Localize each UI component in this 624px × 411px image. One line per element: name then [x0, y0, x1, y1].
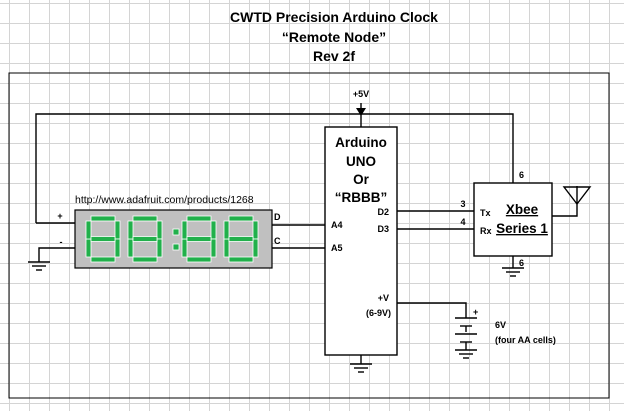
display-d-label: D — [274, 212, 281, 222]
battery-voltage: 6V — [495, 320, 506, 330]
segment-a — [228, 215, 254, 222]
title-line-3: Rev 2f — [313, 48, 355, 64]
xbee-pin-tx: Tx — [480, 208, 491, 218]
xbee-gnd-pin-number: 6 — [519, 258, 524, 268]
display-ground-symbol — [28, 261, 50, 271]
segment-g — [186, 236, 212, 242]
xbee-tx-pin-number: 3 — [460, 199, 465, 209]
segment-d — [228, 256, 254, 263]
xbee-rx-pin-number: 4 — [460, 217, 465, 227]
display-minus-label: - — [60, 237, 63, 247]
battery-wiring — [397, 302, 477, 350]
segment-d — [90, 256, 116, 263]
display-c-label: C — [274, 236, 281, 246]
arduino-pin-a5: A5 — [331, 243, 343, 253]
segment-a — [90, 215, 116, 222]
arduino-ground-symbol — [350, 355, 372, 373]
segment-b — [252, 220, 259, 240]
title-line-1: CWTD Precision Arduino Clock — [230, 9, 438, 25]
battery-plus-label: + — [473, 307, 478, 317]
segment-d — [186, 256, 212, 263]
battery-ground-symbol — [455, 349, 477, 359]
segment-e — [223, 238, 230, 258]
segment-e — [127, 238, 134, 258]
display-product-url: http://www.adafruit.com/products/1268 — [75, 194, 254, 206]
arduino-pin-a4: A4 — [331, 220, 343, 230]
display-plus-label: + — [57, 211, 62, 221]
segment-f — [181, 220, 188, 240]
segment-d — [132, 256, 158, 263]
segment-b — [114, 220, 121, 240]
serial-wiring — [397, 210, 474, 230]
xbee-ground-symbol — [502, 256, 524, 277]
segment-e — [85, 238, 92, 258]
xbee-name-line-2: Series 1 — [496, 221, 548, 236]
arduino-pin-d2: D2 — [377, 207, 389, 217]
title-line-2: “Remote Node” — [282, 29, 386, 45]
segment-b — [156, 220, 163, 240]
antenna-icon — [552, 186, 592, 217]
diagram-frame — [8, 72, 610, 399]
power-rail-5v: +5V — [35, 89, 514, 223]
display-digits — [85, 215, 259, 263]
segment-a — [132, 215, 158, 222]
xbee-name-line-1: Xbee — [506, 202, 539, 217]
segment-f — [127, 220, 134, 240]
segment-g — [90, 236, 116, 242]
arduino-pin-vin-range: (6-9V) — [366, 308, 391, 318]
colon-dot-top — [172, 228, 180, 236]
segment-g — [228, 236, 254, 242]
arduino-name-line-1: Arduino — [335, 135, 387, 150]
display-wiring — [36, 222, 325, 262]
arduino-pin-d3: D3 — [377, 224, 389, 234]
segment-e — [181, 238, 188, 258]
segment-g — [132, 236, 158, 242]
segment-f — [85, 220, 92, 240]
segment-b — [210, 220, 217, 240]
seven-segment-display — [74, 209, 273, 269]
colon-dot-bottom — [172, 243, 180, 251]
xbee-module — [473, 182, 553, 257]
segment-c — [252, 238, 259, 258]
xbee-pin-rx: Rx — [480, 226, 492, 236]
arduino-pin-vin: +V — [378, 293, 389, 303]
rail-5v-label: +5V — [353, 89, 369, 99]
segment-c — [210, 238, 217, 258]
arduino-name-line-4: “RBBB” — [335, 190, 388, 205]
segment-a — [186, 215, 212, 222]
segment-c — [114, 238, 121, 258]
segment-f — [223, 220, 230, 240]
xbee-vcc-pin-number: 6 — [519, 170, 524, 180]
battery-description: (four AA cells) — [495, 335, 556, 345]
arduino-name-line-3: Or — [353, 172, 370, 187]
arduino-name-line-2: UNO — [346, 154, 376, 169]
segment-c — [156, 238, 163, 258]
